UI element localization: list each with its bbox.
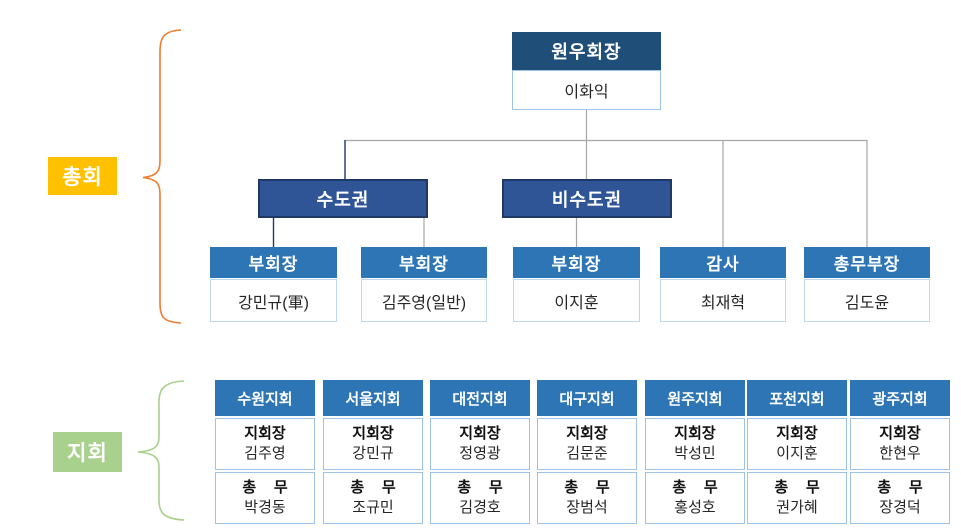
- branch-box-wonju: 원주지회 지회장 박성민 총 무 홍성호: [645, 380, 745, 524]
- branch-name: 수원지회: [215, 380, 315, 416]
- officer-name: 최재혁: [660, 279, 786, 322]
- branch-secretary-name: 홍성호: [674, 499, 716, 516]
- officer-box-auditor: 감사 최재혁: [660, 247, 786, 322]
- officer-box-vp1: 부회장 강민규(軍): [210, 247, 337, 322]
- president-name: 이화익: [512, 70, 661, 110]
- officer-title: 부회장: [513, 247, 640, 278]
- officer-title: 총무부장: [804, 247, 930, 278]
- officer-name: 김주영(일반): [361, 279, 487, 322]
- branch-name: 포천지회: [747, 380, 847, 416]
- branch-secretary-name: 장경덕: [879, 499, 921, 516]
- branch-leader-label: 지회장: [459, 425, 501, 442]
- branch-leader-label: 지회장: [566, 425, 608, 442]
- branch-name: 대구지회: [537, 380, 637, 416]
- section-label-branches-text: 지회: [67, 442, 108, 465]
- branch-secretary-name: 조규민: [352, 499, 394, 516]
- officer-name: 강민규(軍): [210, 279, 337, 322]
- branch-secretary-cell: 총 무 박경동: [215, 472, 315, 524]
- branch-leader-cell: 지회장 박성민: [645, 418, 745, 470]
- region-box-capital: 수도권: [258, 179, 428, 218]
- region-box-non-capital: 비수도권: [502, 179, 672, 218]
- assembly-brace: [142, 29, 182, 324]
- branch-box-daejeon: 대전지회 지회장 정영광 총 무 김경호: [430, 380, 530, 524]
- branch-name: 대전지회: [430, 380, 530, 416]
- officer-title: 부회장: [361, 247, 487, 278]
- branch-box-suwon: 수원지회 지회장 김주영 총 무 박경동: [215, 380, 315, 524]
- branch-leader-name: 김주영: [244, 445, 286, 462]
- section-label-branches: 지회: [53, 432, 122, 472]
- branch-leader-name: 박성민: [674, 445, 716, 462]
- branch-secretary-cell: 총 무 권가혜: [747, 472, 847, 524]
- branch-leader-name: 이지훈: [776, 445, 818, 462]
- section-label-general-assembly: 총회: [48, 157, 117, 195]
- branch-brace: [137, 380, 185, 521]
- branch-secretary-cell: 총 무 홍성호: [645, 472, 745, 524]
- officer-name: 김도윤: [804, 279, 930, 322]
- branch-secretary-label: 총 무: [774, 479, 820, 496]
- branch-box-pocheon: 포천지회 지회장 이지훈 총 무 권가혜: [747, 380, 847, 524]
- officer-box-vp2: 부회장 김주영(일반): [361, 247, 487, 322]
- branch-secretary-label: 총 무: [564, 479, 610, 496]
- branch-secretary-name: 권가혜: [776, 499, 818, 516]
- section-label-general-assembly-text: 총회: [62, 166, 103, 189]
- branch-secretary-label: 총 무: [350, 479, 396, 496]
- officer-box-vp3: 부회장 이지훈: [513, 247, 640, 322]
- branch-secretary-cell: 총 무 장범석: [537, 472, 637, 524]
- branch-leader-name: 강민규: [352, 445, 394, 462]
- branch-leader-cell: 지회장 김문준: [537, 418, 637, 470]
- branch-leader-cell: 지회장 한현우: [850, 418, 950, 470]
- branch-leader-label: 지회장: [674, 425, 716, 442]
- branch-leader-label: 지회장: [244, 425, 286, 442]
- branch-leader-name: 정영광: [459, 445, 501, 462]
- branch-name: 광주지회: [850, 380, 950, 416]
- branch-secretary-label: 총 무: [242, 479, 288, 496]
- branch-leader-name: 김문준: [566, 445, 608, 462]
- officer-title: 감사: [660, 247, 786, 278]
- branch-box-gwangju: 광주지회 지회장 한현우 총 무 장경덕: [850, 380, 950, 524]
- branch-leader-label: 지회장: [879, 425, 921, 442]
- branch-leader-cell: 지회장 김주영: [215, 418, 315, 470]
- branch-secretary-cell: 총 무 김경호: [430, 472, 530, 524]
- branch-leader-label: 지회장: [352, 425, 394, 442]
- branch-leader-cell: 지회장 강민규: [323, 418, 423, 470]
- branch-name: 원주지회: [645, 380, 745, 416]
- branch-leader-label: 지회장: [776, 425, 818, 442]
- officer-box-secretary-general: 총무부장 김도윤: [804, 247, 930, 322]
- branch-name: 서울지회: [323, 380, 423, 416]
- branch-secretary-label: 총 무: [457, 479, 503, 496]
- branch-secretary-name: 김경호: [459, 499, 501, 516]
- branch-secretary-cell: 총 무 장경덕: [850, 472, 950, 524]
- officer-title: 부회장: [210, 247, 337, 278]
- branch-secretary-label: 총 무: [672, 479, 718, 496]
- president-title: 원우회장: [512, 32, 661, 70]
- branch-secretary-name: 장범석: [566, 499, 608, 516]
- president-box: 원우회장 이화익: [512, 32, 661, 110]
- branch-box-seoul: 서울지회 지회장 강민규 총 무 조규민: [323, 380, 423, 524]
- branch-leader-cell: 지회장 이지훈: [747, 418, 847, 470]
- officer-name: 이지훈: [513, 279, 640, 322]
- branch-leader-cell: 지회장 정영광: [430, 418, 530, 470]
- branch-leader-name: 한현우: [879, 445, 921, 462]
- branch-secretary-cell: 총 무 조규민: [323, 472, 423, 524]
- branch-secretary-label: 총 무: [877, 479, 923, 496]
- branch-secretary-name: 박경동: [244, 499, 286, 516]
- branch-box-daegu: 대구지회 지회장 김문준 총 무 장범석: [537, 380, 637, 524]
